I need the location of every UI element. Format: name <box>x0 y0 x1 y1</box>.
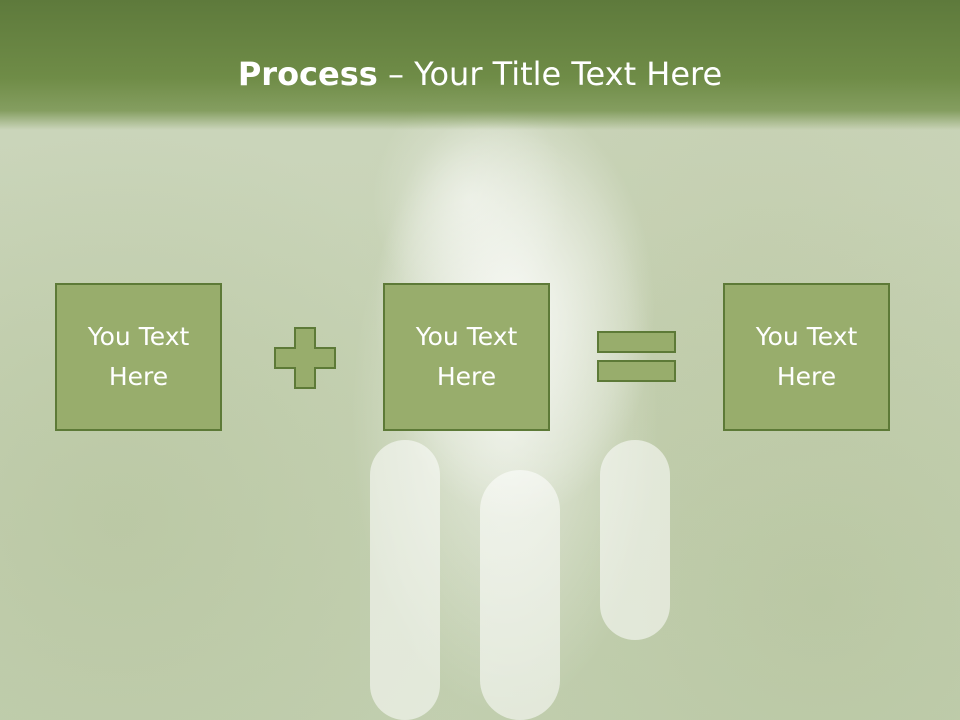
plus-icon <box>274 327 336 389</box>
slide-title[interactable]: Process – Your Title Text Here <box>0 52 960 96</box>
lamb-leg <box>480 470 560 720</box>
lamb-leg <box>370 440 440 720</box>
process-box-2[interactable]: You Text Here <box>383 283 550 431</box>
title-separator: – <box>377 55 415 93</box>
equals-bar-bottom <box>597 360 676 382</box>
title-bold: Process <box>237 55 378 93</box>
title-bar <box>0 0 960 130</box>
process-box-1[interactable]: You Text Here <box>55 283 222 431</box>
process-box-text: You Text Here <box>415 322 518 391</box>
process-box-text: You Text Here <box>87 322 190 391</box>
lamb-leg <box>600 440 670 640</box>
process-box-3[interactable]: You Text Here <box>723 283 890 431</box>
title-text: Your Title Text Here <box>414 55 723 93</box>
process-box-text: You Text Here <box>755 322 858 391</box>
equals-bar-top <box>597 331 676 353</box>
